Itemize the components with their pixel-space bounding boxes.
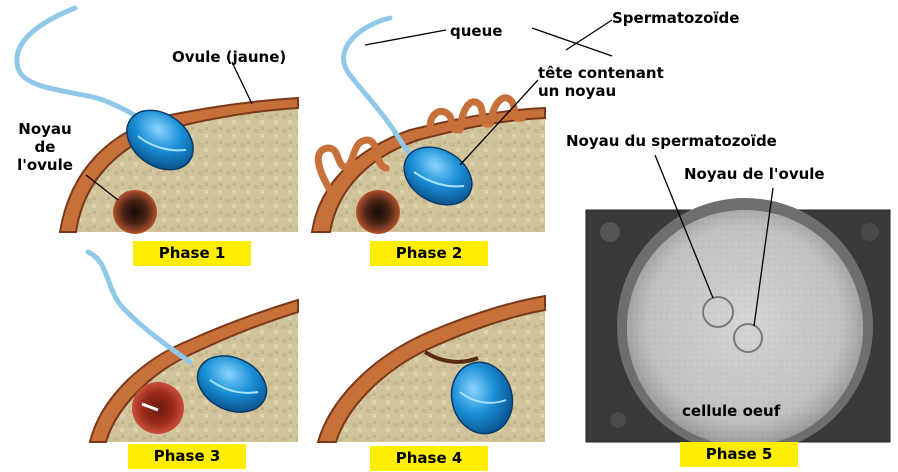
label-noyau-spermatozoide: Noyau du spermatozoïde	[566, 132, 777, 150]
sperm-tail	[17, 8, 138, 118]
label-tete: tête contenant un noyau	[538, 64, 664, 100]
label-noyau-ovule-line-2: de	[4, 138, 86, 156]
phase-5-label: Phase 5	[680, 442, 798, 467]
phase-2-illustration	[312, 18, 545, 234]
label-ovule: Ovule (jaune)	[172, 48, 286, 66]
ovule-nucleus	[132, 382, 184, 434]
label-tete-line-1: tête contenant	[538, 64, 664, 82]
label-queue: queue	[450, 22, 502, 40]
label-noyau-ovule-line-3: l'ovule	[4, 156, 86, 174]
phase-3-illustration	[88, 252, 298, 442]
phase-4-label: Phase 4	[370, 446, 488, 471]
ovule-nucleus	[356, 190, 400, 234]
sperm-tail	[88, 252, 190, 362]
label-noyau-ovule-line-1: Noyau	[4, 120, 86, 138]
phase-2-label: Phase 2	[370, 241, 488, 266]
label-cellule-oeuf: cellule oeuf	[682, 402, 780, 420]
label-noyau-ovule: Noyau de l'ovule	[4, 120, 86, 174]
ovule-nucleus	[113, 190, 157, 234]
label-spermatozoide: Spermatozoïde	[612, 9, 739, 27]
phase-3-label: Phase 3	[128, 444, 246, 469]
label-noyau-de-ovule: Noyau de l'ovule	[684, 165, 825, 183]
phase-4-illustration	[318, 296, 545, 442]
label-tete-line-2: un noyau	[538, 82, 664, 100]
phase-1-label: Phase 1	[133, 241, 251, 266]
